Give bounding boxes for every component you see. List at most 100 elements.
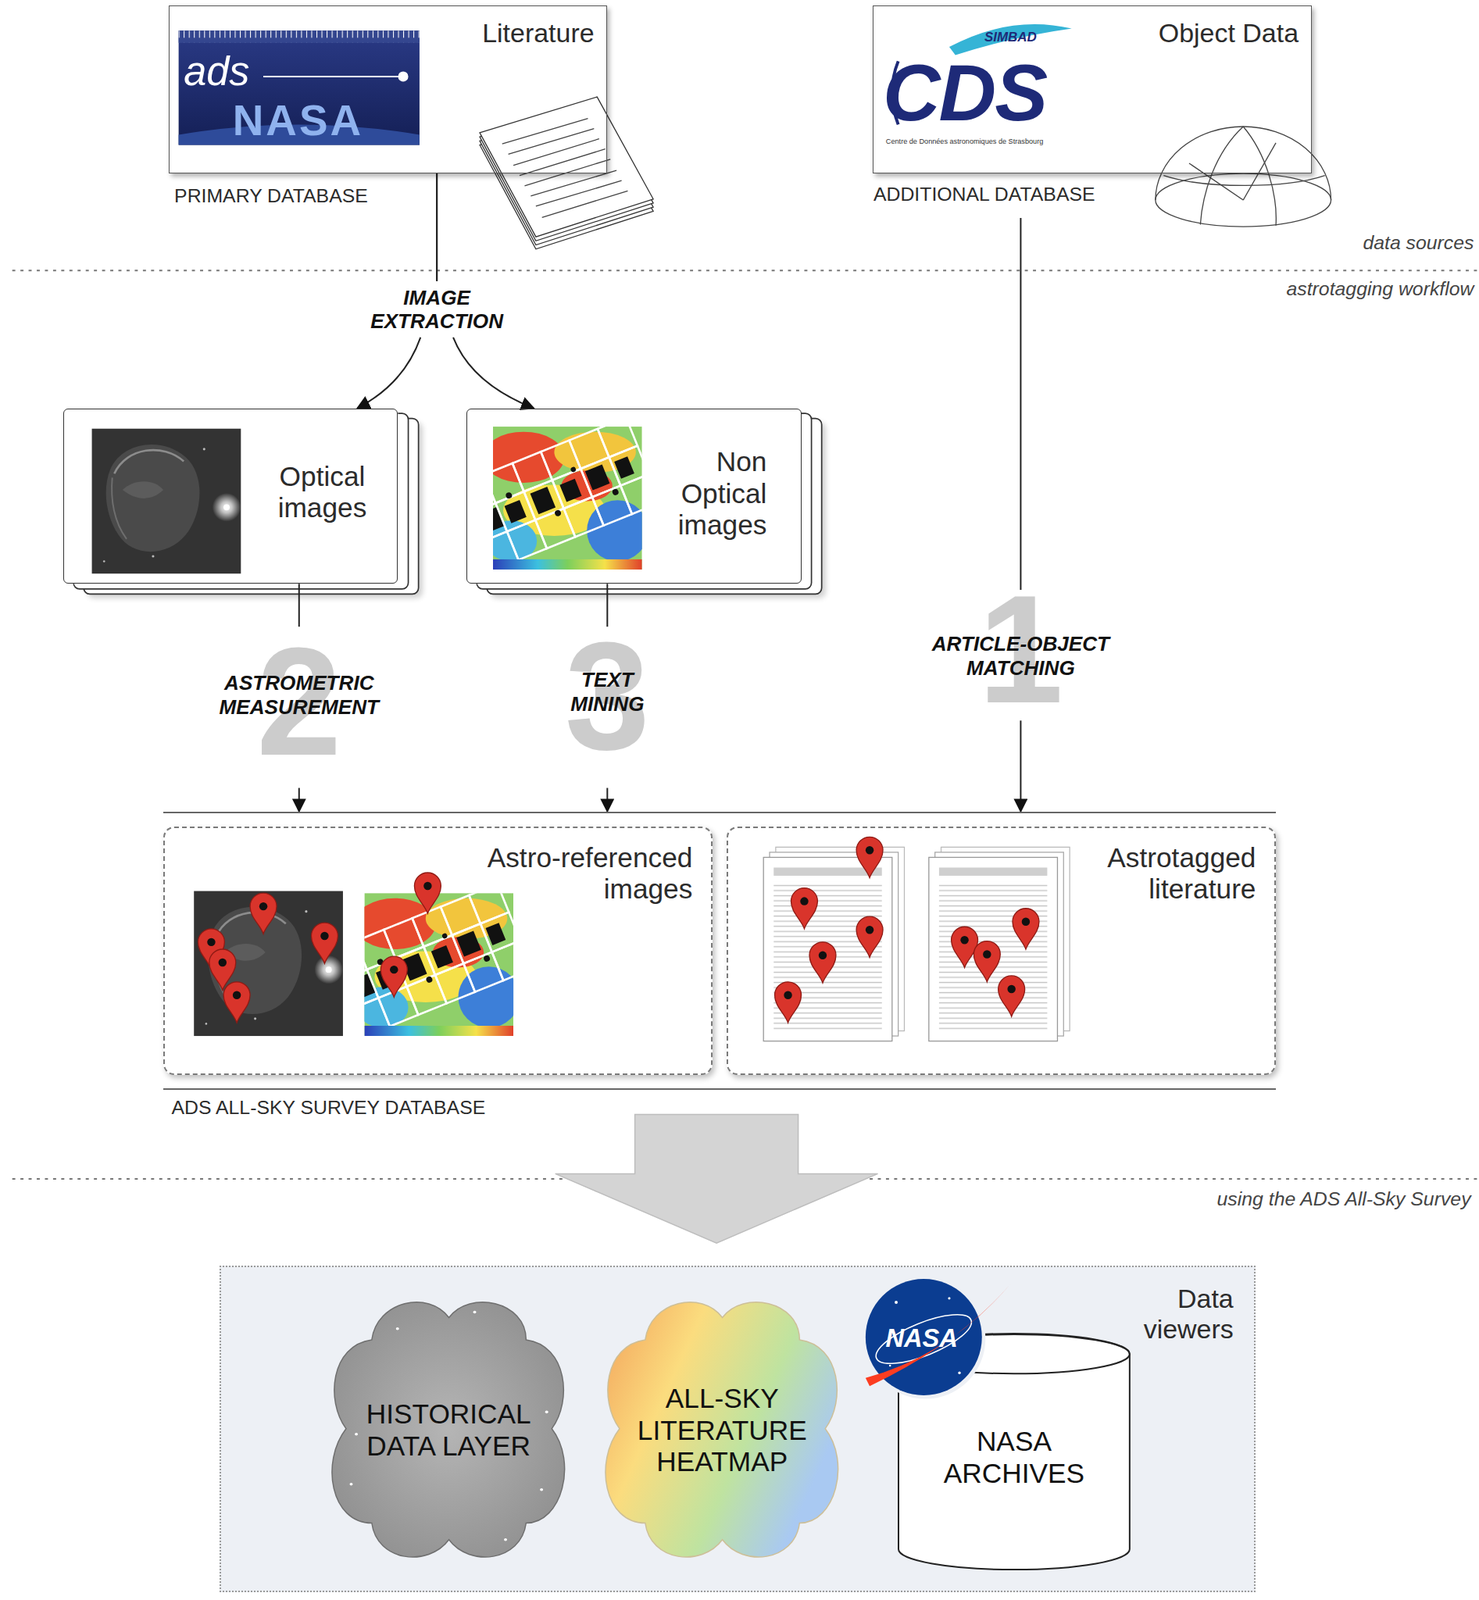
map-pin: [998, 975, 1026, 1017]
thumbnail-image: [193, 891, 343, 1037]
box-title: Object Data: [1158, 17, 1299, 49]
card-stack: [63, 408, 826, 599]
connector-line: [1019, 720, 1022, 811]
paper-stack-illustration: [928, 846, 1070, 1041]
card-title: Non Optical images: [674, 446, 767, 542]
ads-logo: [398, 71, 409, 82]
connector-line: [606, 788, 608, 812]
astro-referenced-box: Astro-referenced images: [163, 826, 713, 1076]
ads-logo: [178, 30, 420, 145]
connector-line: [1019, 217, 1022, 590]
box-title: Astrotagged literature: [1103, 842, 1257, 906]
edge-label: TEXT MINING: [568, 667, 647, 717]
map-pin: [809, 942, 836, 983]
map-pin: [250, 893, 277, 934]
map-pin: [197, 836, 1039, 1023]
map-pin: [856, 916, 883, 958]
celestial-sphere: [1163, 175, 1325, 186]
cloud-label: HISTORICAL DATA LAYER: [364, 1398, 533, 1462]
cloud-shape: [354, 1432, 358, 1437]
connector-line: [435, 173, 438, 282]
cylinder-label: NASA ARCHIVES: [941, 1426, 1087, 1490]
connector-line: [435, 173, 438, 282]
image-card: Optical images: [63, 408, 399, 585]
map-pin: [951, 926, 979, 968]
connector-line: [298, 788, 301, 812]
nasa-logo: [894, 1300, 898, 1304]
ads-logo: [263, 75, 401, 78]
map-pin: [790, 888, 818, 929]
dotted-divider: [12, 269, 1479, 272]
section-label: data sources: [1362, 232, 1474, 255]
cloud-shape: [503, 1538, 508, 1542]
paper-stack-illustration: [502, 118, 629, 218]
database-caption: ADDITIONAL DATABASE: [873, 183, 1096, 207]
block-arrow: [555, 1114, 879, 1244]
celestial-sphere: [1189, 163, 1244, 201]
map-pin: [380, 956, 408, 997]
cylinder-shape: [898, 1333, 1130, 1570]
box-title: Astro-referenced images: [483, 842, 693, 906]
map-pin: [414, 872, 441, 914]
cloud-label: ALL-SKY LITERATURE HEATMAP: [635, 1382, 809, 1479]
database-caption: ADS ALL-SKY SURVEY DATABASE: [171, 1096, 486, 1120]
celestial-sphere: [1243, 126, 1276, 226]
astrotagged-box: Astrotagged literature: [726, 826, 1276, 1076]
database-caption: PRIMARY DATABASE: [174, 185, 368, 208]
cloud-shape: [544, 1410, 548, 1414]
thumbnail-image: [92, 428, 242, 575]
dotted-divider: [12, 270, 1479, 1179]
logo-text: ads: [183, 50, 250, 92]
logo-text: NASA: [885, 1325, 958, 1351]
block-arrow: [555, 1114, 879, 1244]
celestial-sphere: [1155, 126, 1332, 227]
section-label: astrotagging workflow: [1286, 277, 1474, 301]
card-title: Optical images: [276, 460, 369, 525]
thumbnail-image: [455, 417, 661, 572]
logo-text: NASA: [232, 99, 364, 143]
map-pin: [223, 982, 251, 1023]
edge-label: ASTROMETRIC MEASUREMENT: [217, 670, 381, 720]
ads-logo: [178, 30, 420, 43]
connector-line: [298, 583, 301, 627]
connector-line: [453, 337, 534, 409]
data-cloud: HISTORICAL DATA LAYER: [320, 1289, 578, 1568]
box-title: Data viewers: [1139, 1283, 1234, 1345]
thumbnail-image: [92, 417, 661, 1038]
map-pin: [775, 982, 802, 1023]
step-label: IMAGE EXTRACTION: [368, 285, 505, 333]
card-stack: [63, 408, 399, 585]
edge-label: ARTICLE-OBJECT MATCHING: [929, 632, 1112, 682]
nasa-logo: [889, 1364, 892, 1368]
survey-database-band: ADS ALL-SKY SURVEY DATABASEAstro-referen…: [163, 811, 1276, 1091]
cloud-shape: [395, 1327, 399, 1331]
ads-logo: [178, 30, 420, 43]
archive-cylinder: NASA ARCHIVES: [897, 1333, 1131, 1571]
paper-stack-illustration: [479, 96, 654, 237]
cylinder-shape: [898, 1333, 1130, 1570]
panel-fill: [219, 1265, 1256, 1593]
map-pin: [310, 922, 338, 964]
celestial-sphere: [1243, 142, 1276, 201]
cloud-shape: [332, 1301, 565, 1557]
image-card: Non Optical images: [466, 408, 802, 585]
map-pin: [1012, 908, 1040, 950]
cloud-shape: [472, 1310, 476, 1314]
map-pin: [973, 941, 1001, 983]
logo-text: Centre de Données astronomiques de Stras…: [885, 138, 1044, 146]
logo-text: CDS: [882, 53, 1047, 134]
cloud-shape: [605, 1301, 839, 1557]
paper-stack-illustration: [763, 846, 904, 1041]
cds-logo: [949, 24, 1072, 56]
cloud-shape: [539, 1488, 544, 1492]
map-pin: [856, 836, 883, 878]
cloud-shape: [349, 1482, 353, 1487]
connector-line: [357, 337, 421, 409]
section-label: using the ADS All-Sky Survey: [1217, 1188, 1472, 1212]
nasa-logo: [947, 1296, 951, 1300]
celestial-sphere: [1155, 126, 1332, 201]
paper-stack-illustration: [763, 846, 1070, 1041]
logo-text: SIMBAD: [984, 30, 1037, 44]
ads-logo: [178, 30, 420, 145]
